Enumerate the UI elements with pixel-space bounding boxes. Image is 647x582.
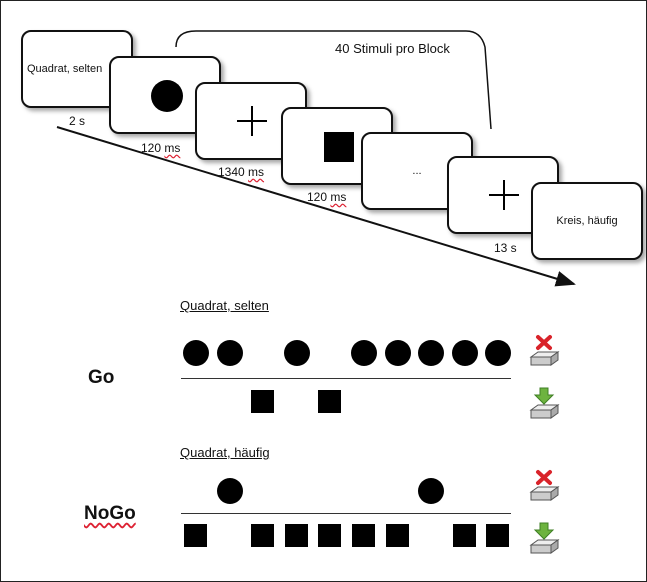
fixation-cross-icon [237,106,267,136]
time-arrow [56,126,576,287]
final-instruction-card: Kreis, häufig [531,182,643,260]
nogo-top-circle-7 [418,478,445,504]
go-bottom-square-4 [318,390,342,413]
duration-fixation: 1340 ms [218,165,265,179]
nogo-label: NoGo [84,503,136,524]
go-top-circle-5 [351,340,377,366]
duration-final: 13 s [494,241,517,255]
nogo-bottom-square-6 [385,524,409,547]
red-x-key-icon [529,335,560,366]
nogo-condition-title: Quadrat, häufig [180,445,270,460]
circle-stimulus [151,80,183,112]
ellipsis-text: ... [412,165,422,177]
duration-stimulus-2: 120 ms [307,190,347,204]
block-label: 40 Stimuli pro Block [335,41,450,56]
go-top-circle-0 [183,340,209,366]
go-top-circle-3 [283,340,310,366]
block-bracket [175,30,492,130]
nogo-top-circle-1 [216,478,243,504]
fixation-cross-icon [489,180,519,210]
go-top-circle-1 [216,340,243,366]
nogo-bottom-square-5 [352,524,375,547]
nogo-bottom-square-0 [184,524,207,547]
green-arrow-key-icon [529,522,560,554]
circle-stimulus-card [109,56,221,134]
nogo-bottom-square-2 [251,524,275,547]
square-stimulus [324,132,354,162]
green-arrow-key-icon [529,387,560,419]
go-divider [181,378,511,379]
final-instruction-text: Kreis, häufig [556,215,618,227]
duration-stimulus-1: 120 ms [141,141,181,155]
nogo-bottom-square-8 [452,524,476,547]
go-bottom-square-2 [251,390,275,413]
nogo-divider [181,513,511,514]
red-x-key-icon [529,470,560,501]
nogo-bottom-square-4 [318,524,342,547]
duration-instruction: 2 s [69,114,86,128]
go-top-circle-7 [418,340,445,366]
go-condition-title: Quadrat, selten [180,298,269,313]
nogo-bottom-square-9 [486,524,510,547]
instruction-text: Quadrat, selten [27,63,103,75]
nogo-bottom-square-3 [284,524,308,547]
go-label: Go [88,367,115,388]
go-top-circle-9 [485,340,512,366]
go-top-circle-8 [451,340,478,366]
go-top-circle-6 [384,340,411,366]
